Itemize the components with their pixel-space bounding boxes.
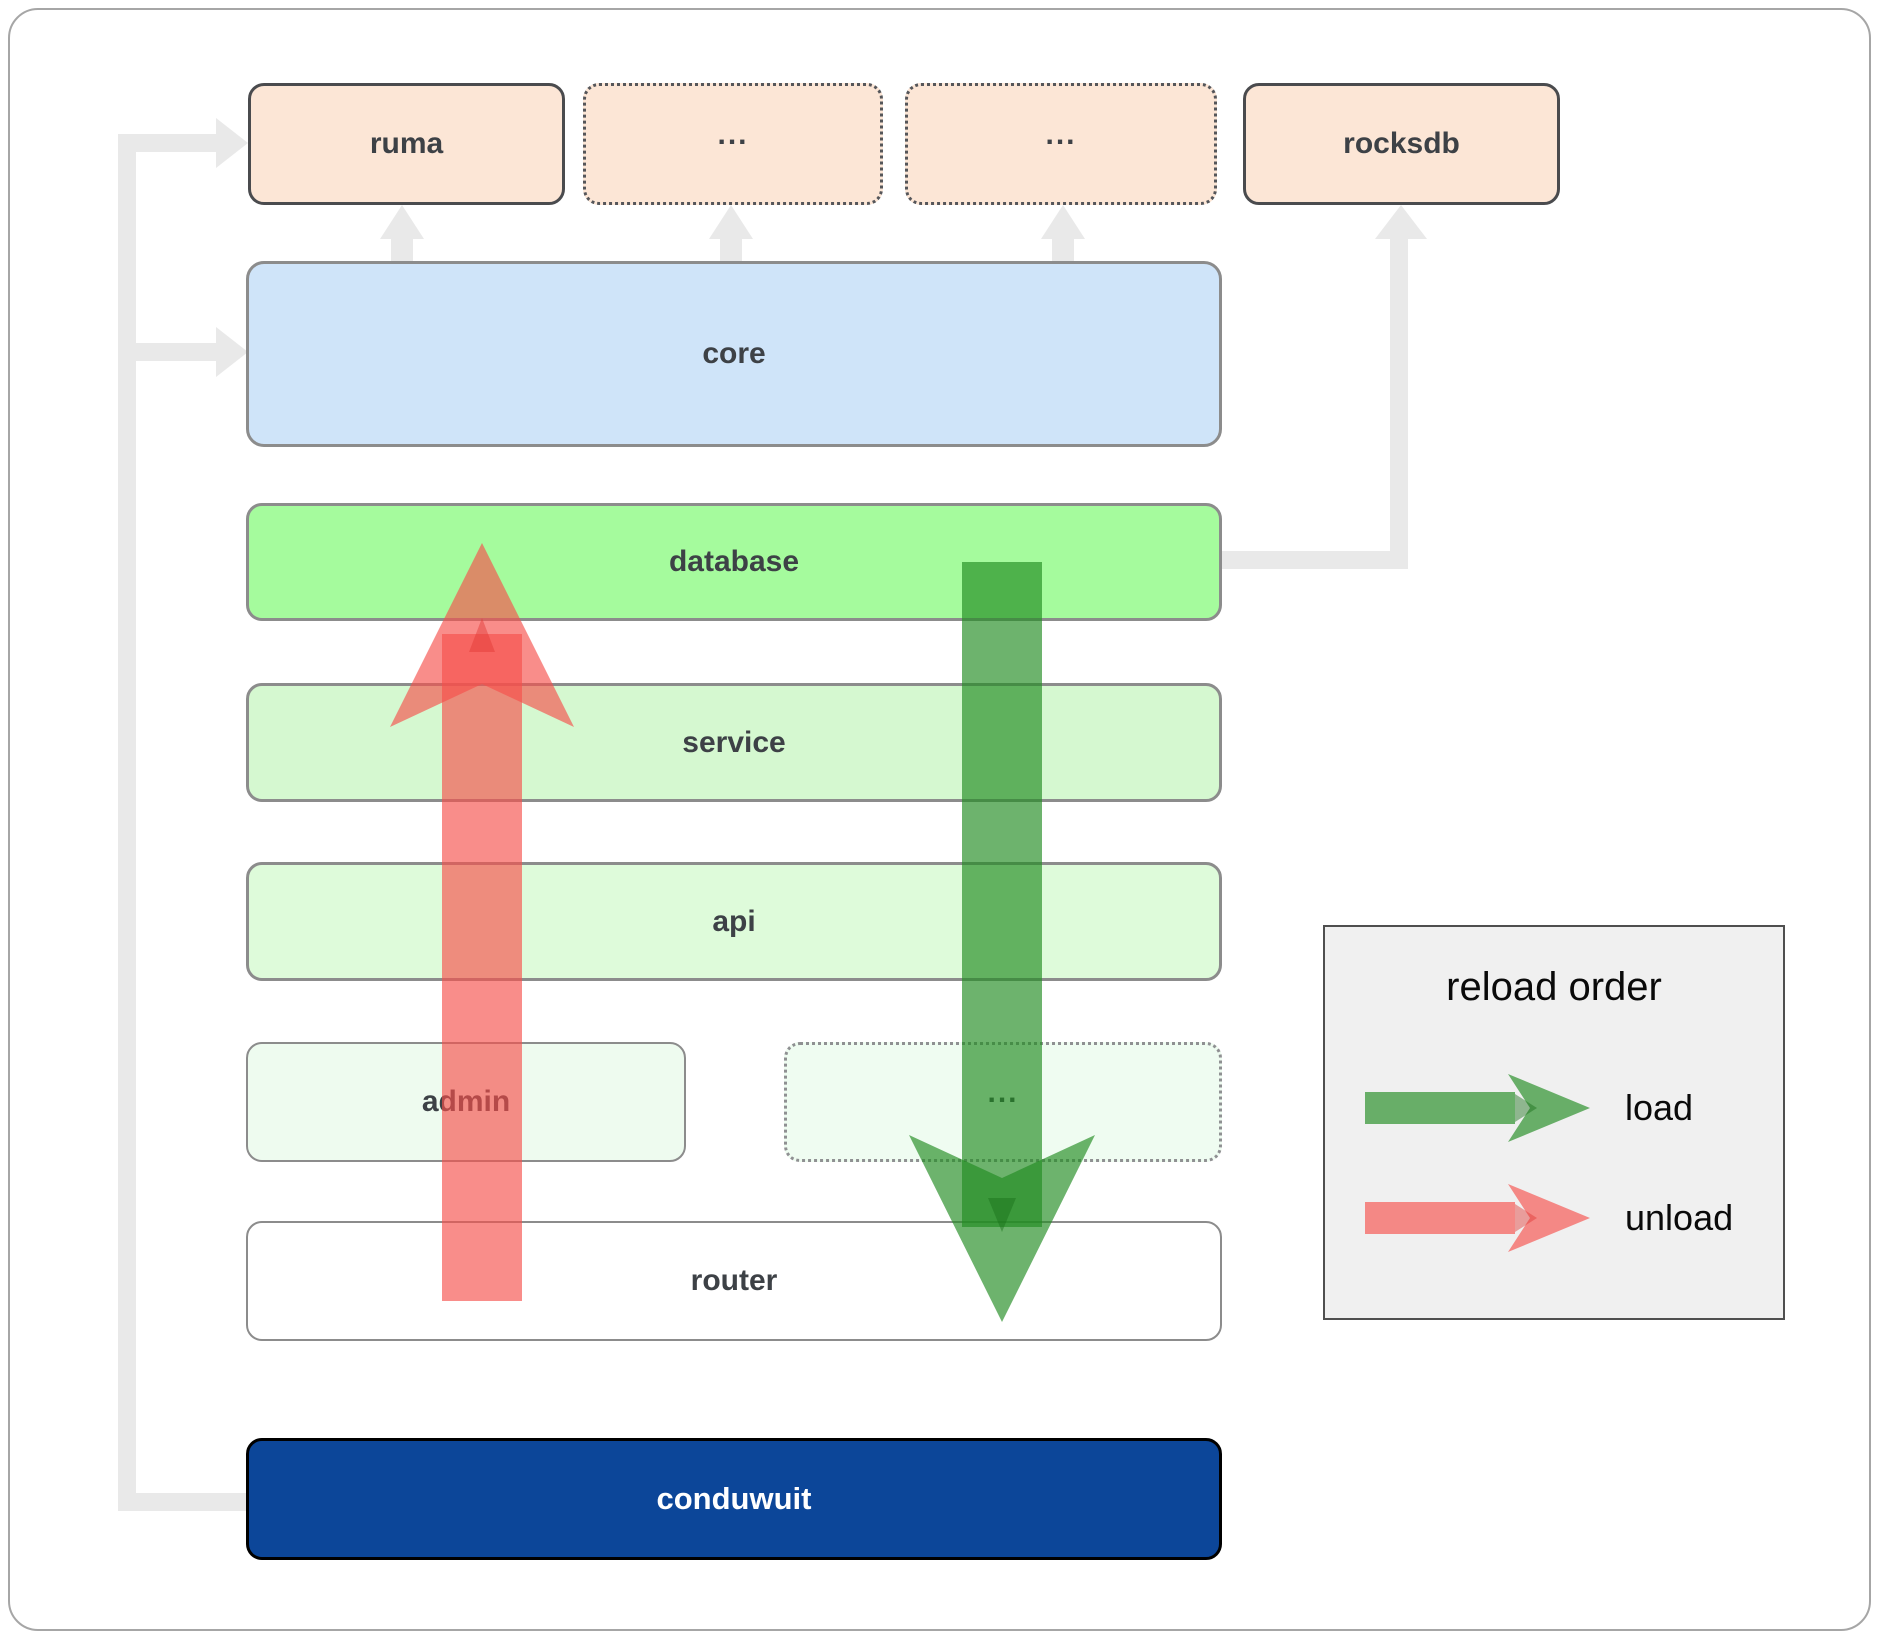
node-router: router: [246, 1221, 1222, 1341]
node-admin: admin: [246, 1042, 686, 1162]
outer-frame: [8, 8, 1871, 1631]
node-api: api: [246, 862, 1222, 981]
legend-title: reload order: [1446, 965, 1662, 1009]
node-dependency-3: ...: [905, 83, 1217, 205]
node-label: router: [690, 1264, 778, 1297]
load-arrow-icon: [1365, 1074, 1590, 1142]
node-dependency-2: ...: [583, 83, 883, 205]
legend: reload order load unload: [1323, 925, 1785, 1320]
node-label: rocksdb: [1343, 127, 1460, 160]
node-conduwuit: conduwuit: [246, 1438, 1222, 1560]
node-database: database: [246, 503, 1222, 621]
node-label: admin: [421, 1085, 511, 1118]
legend-label-load: load: [1625, 1087, 1694, 1128]
node-label: ruma: [369, 127, 444, 160]
node-rocksdb: rocksdb: [1243, 83, 1560, 205]
legend-label-unload: unload: [1625, 1197, 1734, 1238]
node-label: ...: [1045, 118, 1077, 152]
node-service: service: [246, 683, 1222, 802]
legend-item-unload: unload: [1325, 1168, 1783, 1268]
node-label: database: [668, 545, 800, 578]
node-label: service: [682, 725, 786, 759]
node-label: ...: [717, 118, 749, 152]
node-label: api: [712, 904, 756, 938]
node-ruma: ruma: [248, 83, 565, 205]
node-label: conduwuit: [656, 1481, 812, 1516]
node-label: ...: [987, 1076, 1019, 1110]
node-more-services: ...: [784, 1042, 1222, 1162]
legend-item-load: load: [1325, 1058, 1783, 1158]
node-core: core: [246, 261, 1222, 447]
unload-arrow-icon: [1365, 1184, 1590, 1252]
node-label: core: [702, 337, 766, 370]
